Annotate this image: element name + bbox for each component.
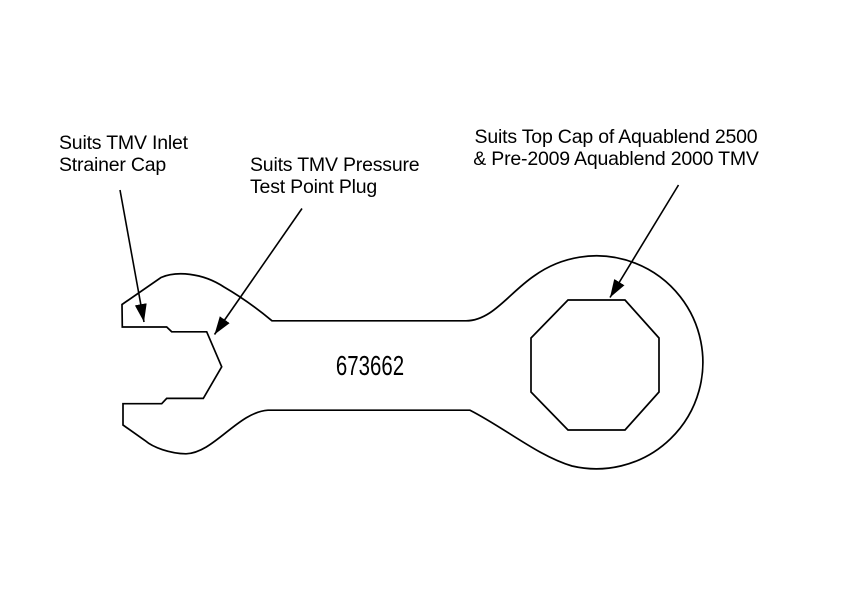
label-pressure-test-point-plug-line2: Test Point Plug bbox=[250, 175, 378, 198]
wrench-outline bbox=[121, 254, 704, 470]
octagon-hole bbox=[530, 299, 660, 431]
label-inlet-strainer-cap: Suits TMV Inlet Strainer Cap bbox=[59, 132, 188, 176]
label-top-cap-aquablend: Suits Top Cap of Aquablend 2500 & Pre-20… bbox=[454, 126, 778, 170]
leader-arrow-inlet-strainer bbox=[119, 189, 147, 323]
label-pressure-test-point-plug-line1: Suits TMV Pressure bbox=[250, 154, 420, 176]
leader-arrow-top-cap bbox=[609, 184, 680, 298]
leader-arrow-test-point bbox=[213, 208, 303, 335]
label-inlet-strainer-cap-line1: Suits TMV Inlet bbox=[59, 132, 188, 154]
label-inlet-strainer-cap-line2: Strainer Cap bbox=[59, 153, 167, 176]
label-top-cap-aquablend-line2: & Pre-2009 Aquablend 2000 TMV bbox=[473, 147, 759, 170]
part-number-text: 673662 bbox=[335, 350, 405, 381]
label-pressure-test-point-plug: Suits TMV Pressure Test Point Plug bbox=[250, 154, 420, 198]
label-top-cap-aquablend-line1: Suits Top Cap of Aquablend 2500 bbox=[474, 126, 758, 148]
